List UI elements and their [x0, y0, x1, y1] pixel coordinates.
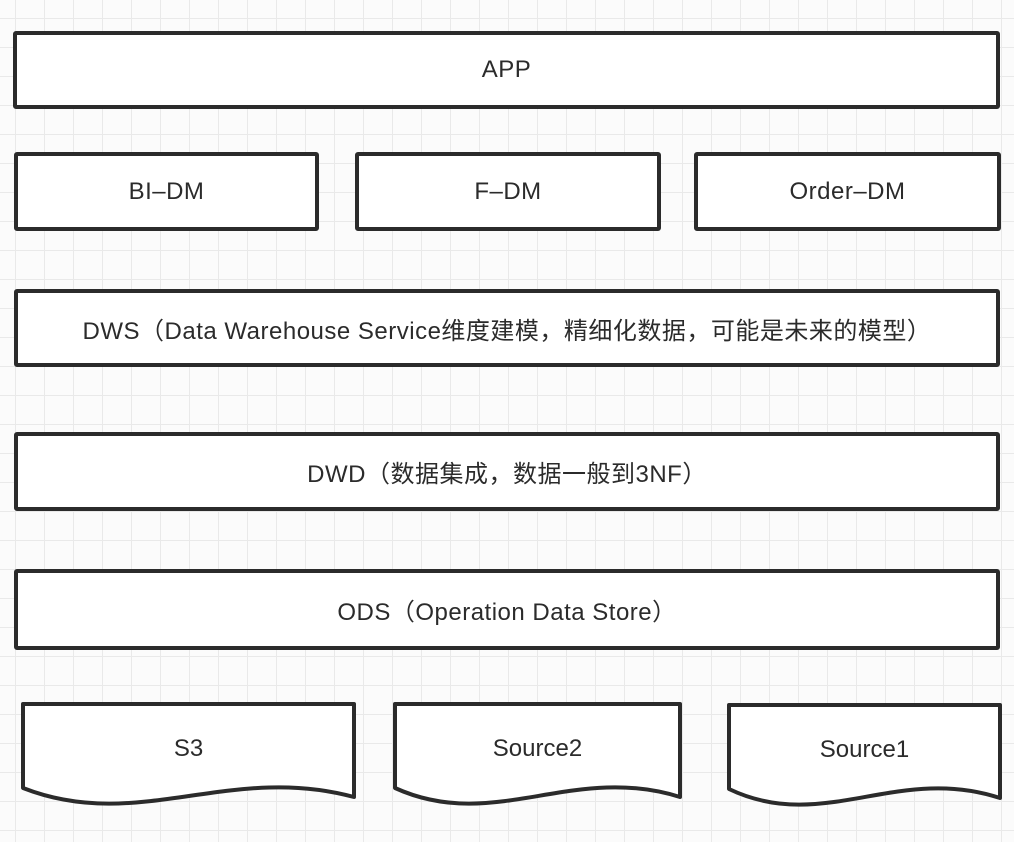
layer-dws-label: DWS（Data Warehouse Service维度建模，精细化数据，可能是…: [82, 317, 932, 345]
source-s3[interactable]: S3: [20, 701, 357, 819]
document-shape-icon: [21, 702, 356, 806]
layer-f-dm-label: F–DM: [474, 177, 542, 205]
layer-f-dm-box[interactable]: F–DM: [355, 152, 661, 231]
layer-dws-box[interactable]: DWS（Data Warehouse Service维度建模，精细化数据，可能是…: [14, 289, 1000, 367]
source-s3-label: S3: [173, 735, 204, 762]
document-shape-icon: [727, 703, 1002, 807]
source-source1[interactable]: Source1: [726, 702, 1003, 820]
layer-dwd-box[interactable]: DWD（数据集成，数据一般到3NF）: [14, 432, 1000, 511]
source-source1-label: Source1: [819, 736, 910, 763]
layer-ods-label: ODS（Operation Data Store）: [337, 599, 677, 626]
layer-bi-dm-box[interactable]: BI–DM: [14, 152, 319, 231]
layer-app-label: APP: [481, 56, 532, 83]
layer-ods-box[interactable]: ODS（Operation Data Store）: [14, 569, 1000, 650]
layer-dwd-label: DWD（数据集成，数据一般到3NF）: [307, 461, 707, 488]
source-source2[interactable]: Source2: [392, 701, 683, 819]
layer-order-dm-label: Order–DM: [789, 177, 906, 205]
layer-bi-dm-label: BI–DM: [128, 177, 205, 205]
layer-order-dm-box[interactable]: Order–DM: [694, 152, 1001, 231]
source-source2-label: Source2: [492, 735, 583, 762]
layer-app-box[interactable]: APP: [13, 31, 1000, 109]
document-shape-icon: [393, 702, 682, 806]
